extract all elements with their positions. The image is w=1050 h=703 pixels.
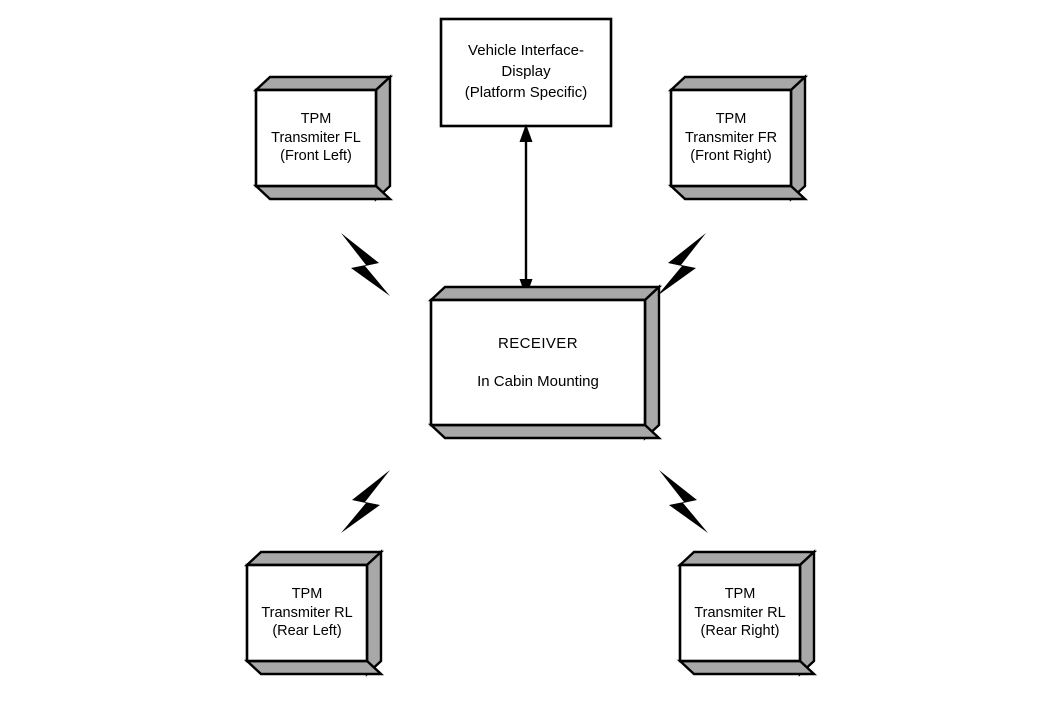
receiver-shape[interactable] (427, 284, 663, 441)
tpm-transmitter-front-left-shape[interactable] (252, 74, 394, 202)
rf-signal-rear-left-icon (341, 470, 390, 533)
tpm-transmitter-front-right-shape[interactable] (667, 74, 809, 202)
rf-signal-rear-right-icon (659, 470, 708, 533)
vehicle-interface-display-shape[interactable] (439, 17, 613, 128)
bidirectional-arrow-shape (519, 124, 533, 297)
tpm-transmitter-rear-right-shape[interactable] (676, 549, 818, 677)
rf-signal-front-left-icon (341, 233, 390, 296)
rf-signal-front-right-icon (657, 233, 706, 296)
tpm-transmitter-rear-left-shape[interactable] (243, 549, 385, 677)
